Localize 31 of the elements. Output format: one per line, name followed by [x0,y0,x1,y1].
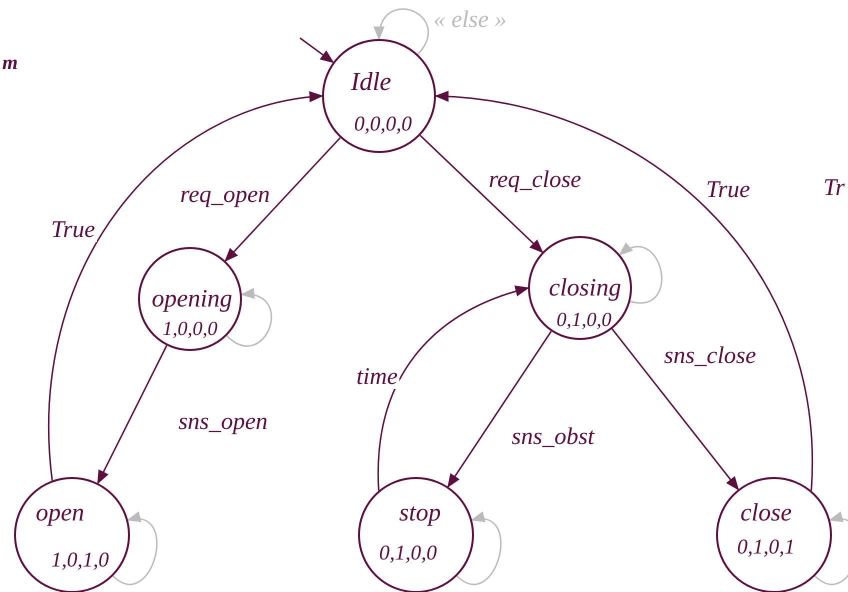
state-output: 0,1,0,0 [556,310,612,330]
self-loop-arrow [374,8,429,55]
state-name: opening [152,286,232,312]
transition-arrow [224,137,341,262]
state-output: 1,0,0,0 [162,319,218,339]
state-output: 0,1,0,1 [737,536,795,558]
transition-arrow [434,91,812,491]
state-name: close [740,500,792,526]
state-output: 1,0,1,0 [51,550,109,570]
transition-arrow [378,286,530,491]
transition-arrow [447,330,552,488]
state-name: Idle [350,69,392,95]
state-output: 0,1,0,0 [379,542,437,564]
transition-arrow [300,37,334,64]
state-output: 0,0,0,0 [354,114,412,134]
transition-arrow [48,92,324,481]
state-name: stop [399,500,441,526]
transition-arrow [420,134,544,254]
state-name: closing [548,276,622,300]
edge-label: sns_close [662,344,758,368]
self-loop-arrow [618,243,662,304]
self-loop-arrow [112,513,158,586]
edge-label: time [354,365,400,389]
self-loop-arrow [226,289,272,347]
self-loop-arrow [456,513,502,586]
transition-arrow [612,328,740,490]
state-name: open [36,500,84,526]
transition-arrow [97,345,168,484]
edge-label: req_close [486,168,584,192]
self-loop-arrow [814,513,848,586]
edge-label: sns_obst [510,425,596,449]
